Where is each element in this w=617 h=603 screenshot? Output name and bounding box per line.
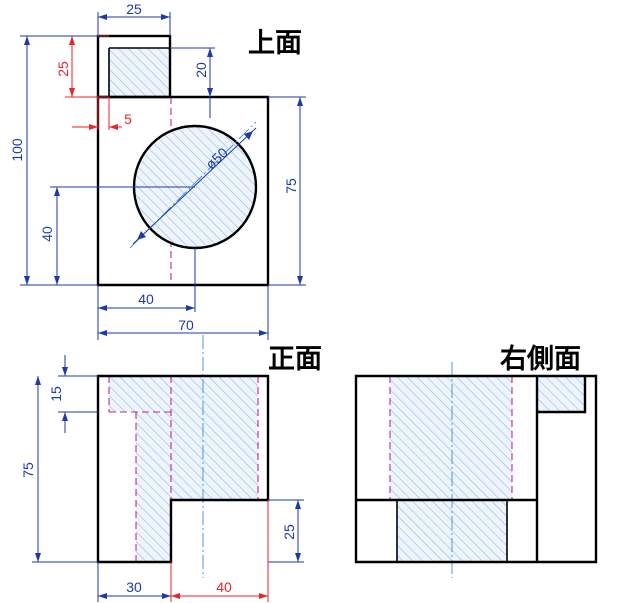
front-hatch-stem [136, 412, 171, 562]
side-hatch-lower [397, 500, 507, 562]
front-hatch-top-left [109, 376, 136, 412]
side-view [354, 362, 598, 578]
front-dimensions: 15 75 25 30 40 [20, 355, 304, 602]
top-boss-hatch [109, 48, 170, 97]
label-top-view: 上面 [248, 28, 302, 59]
dim-front-25: 25 [281, 524, 297, 540]
dim-top-40-h: 40 [138, 291, 154, 307]
dim-front-40: 40 [216, 579, 232, 595]
dim-top-5: 5 [124, 111, 132, 127]
front-view [96, 335, 270, 578]
label-side-view: 右側面 [500, 344, 581, 375]
dim-top-25-red: 25 [55, 61, 71, 77]
side-notch-outline [537, 376, 587, 414]
dim-top-70: 70 [178, 317, 194, 333]
dim-top-20: 20 [193, 62, 209, 78]
dim-top-75: 75 [283, 178, 299, 194]
dim-front-15: 15 [48, 386, 64, 402]
dim-front-30: 30 [126, 579, 142, 595]
side-hatch-upper [390, 376, 512, 500]
dim-top-40-v: 40 [39, 226, 55, 242]
top-view [96, 34, 270, 287]
dim-top-25: 25 [126, 1, 142, 17]
dim-front-75: 75 [20, 462, 36, 478]
top-dimensions: 25 25 5 20 100 ø50 [9, 1, 306, 340]
label-front-view: 正面 [268, 344, 322, 375]
side-hatch-notch [537, 376, 585, 412]
dim-top-100: 100 [9, 138, 25, 162]
top-boss-outline [96, 34, 172, 99]
